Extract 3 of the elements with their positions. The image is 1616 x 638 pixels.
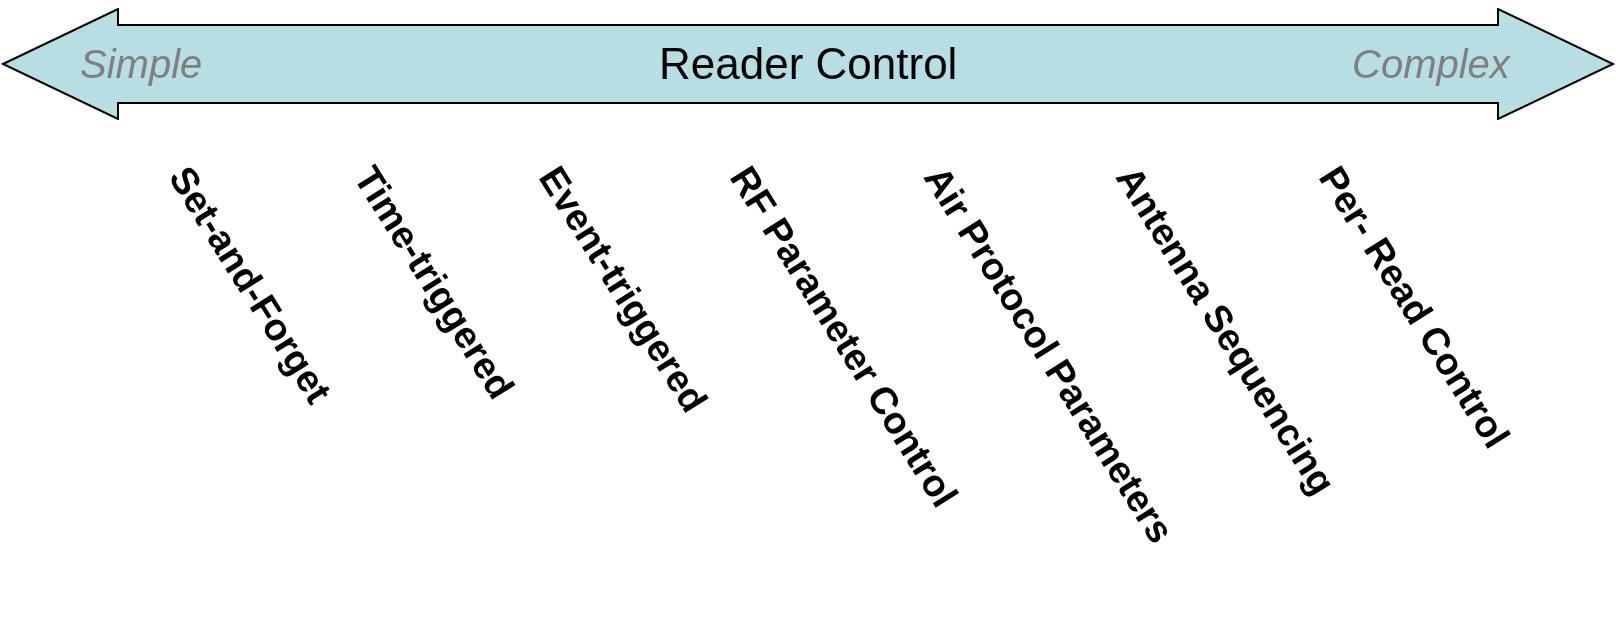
band-title: Reader Control <box>659 39 958 89</box>
scale-label: Simple <box>80 41 203 88</box>
scale-label: Complex <box>1352 41 1510 88</box>
